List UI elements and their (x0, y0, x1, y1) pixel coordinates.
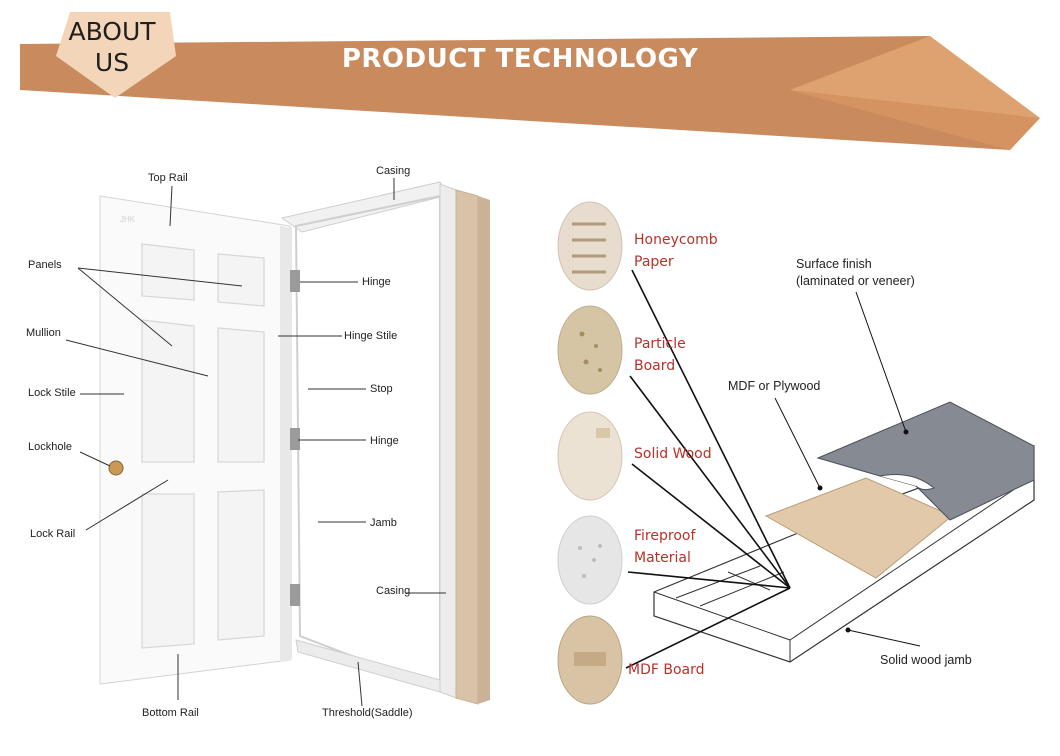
door-panels (141, 243, 265, 649)
banner-graphic (20, 12, 1040, 150)
material-label-solid-wood: Solid Wood (634, 446, 712, 462)
label-casing-side: Casing (376, 585, 410, 597)
label-lock-rail: Lock Rail (30, 528, 75, 540)
jamb-inner-line-2 (699, 571, 785, 607)
label-lockhole: Lockhole (28, 441, 72, 453)
jamb-frame-top (789, 475, 1035, 641)
material-label-fireproof-1: Fireproof (634, 528, 696, 544)
panel-mid-right (217, 327, 265, 463)
material-label-honeycomb-2: Paper (634, 254, 674, 270)
jamb-edge (455, 189, 479, 705)
jamb-inner (439, 183, 457, 699)
casing-side-piece (478, 196, 490, 704)
jamb-inner-line-1 (675, 565, 761, 599)
label-casing-top: Casing (376, 165, 410, 177)
door-brand-mark: JHK (120, 215, 136, 224)
material-layers-diagram: Honeycomb Paper Particle Board Solid Woo… (557, 201, 1035, 705)
banner-band (20, 36, 1010, 150)
hinge-bottom-icon (290, 584, 300, 606)
label-mullion: Mullion (26, 327, 61, 339)
label-lock-stile: Lock Stile (28, 387, 76, 399)
about-line1: ABOUT (68, 17, 156, 46)
door-frame-opening (294, 194, 441, 692)
panel-bottom-left (141, 493, 195, 649)
particle-board-icon (557, 305, 623, 395)
material-label-particle-2: Board (634, 358, 675, 374)
jamb-pointer-dot (845, 627, 851, 633)
label-stop: Stop (370, 383, 393, 395)
material-label-particle-1: Particle (634, 336, 686, 352)
label-bottom-rail: Bottom Rail (142, 707, 199, 719)
page-title: PRODUCT TECHNOLOGY (341, 44, 699, 74)
label-panels: Panels (28, 259, 62, 271)
hinge-mid-icon (290, 428, 300, 450)
door-edge (280, 226, 292, 662)
material-label-fireproof-2: Material (634, 550, 691, 566)
about-line2: US (94, 48, 130, 77)
lock-knob-icon (108, 460, 124, 476)
about-us-badge-text[interactable]: ABOUT US (62, 16, 162, 78)
material-label-mdf-board: MDF Board (628, 662, 705, 678)
label-solid-wood-jamb: Solid wood jamb (880, 653, 972, 667)
panel-mid-left (141, 319, 195, 463)
honeycomb-paper-icon (557, 201, 623, 291)
material-leader-lines (625, 269, 921, 669)
hinge-top-icon (290, 270, 300, 292)
label-surface-finish-2: (laminated or veneer) (796, 274, 915, 288)
about-badge (56, 12, 176, 98)
label-top-rail: Top Rail (148, 172, 188, 184)
material-label-honeycomb-1: Honeycomb (634, 232, 718, 248)
banner-wedge-shadow (790, 90, 1040, 150)
door-leader-lines (65, 178, 446, 707)
mdf-pointer-dot (817, 485, 823, 491)
label-hinge-stile: Hinge Stile (344, 330, 397, 342)
label-threshold: Threshold(Saddle) (322, 707, 413, 719)
label-hinge-mid: Hinge (370, 435, 399, 447)
panel-bottom-right (217, 489, 265, 641)
panel-top-right (217, 253, 265, 307)
jamb-frame-edge (653, 591, 791, 641)
label-surface-finish-1: Surface finish (796, 257, 872, 271)
door-anatomy-diagram: JHK (26, 165, 490, 719)
label-mdf-plywood: MDF or Plywood (728, 379, 820, 393)
solid-wood-icon (557, 411, 623, 501)
threshold-piece (295, 639, 441, 693)
material-swatches (557, 201, 623, 705)
surface-pointer-dot (903, 429, 909, 435)
label-hinge-top: Hinge (362, 276, 391, 288)
panel-top-left (141, 243, 195, 301)
fireproof-material-icon (557, 515, 623, 605)
surface-peel-curl (879, 474, 936, 491)
label-jamb: Jamb (370, 517, 397, 529)
header-banner: ABOUT US PRODUCT TECHNOLOGY (0, 0, 1060, 150)
jamb-inner-line-3 (727, 571, 771, 591)
